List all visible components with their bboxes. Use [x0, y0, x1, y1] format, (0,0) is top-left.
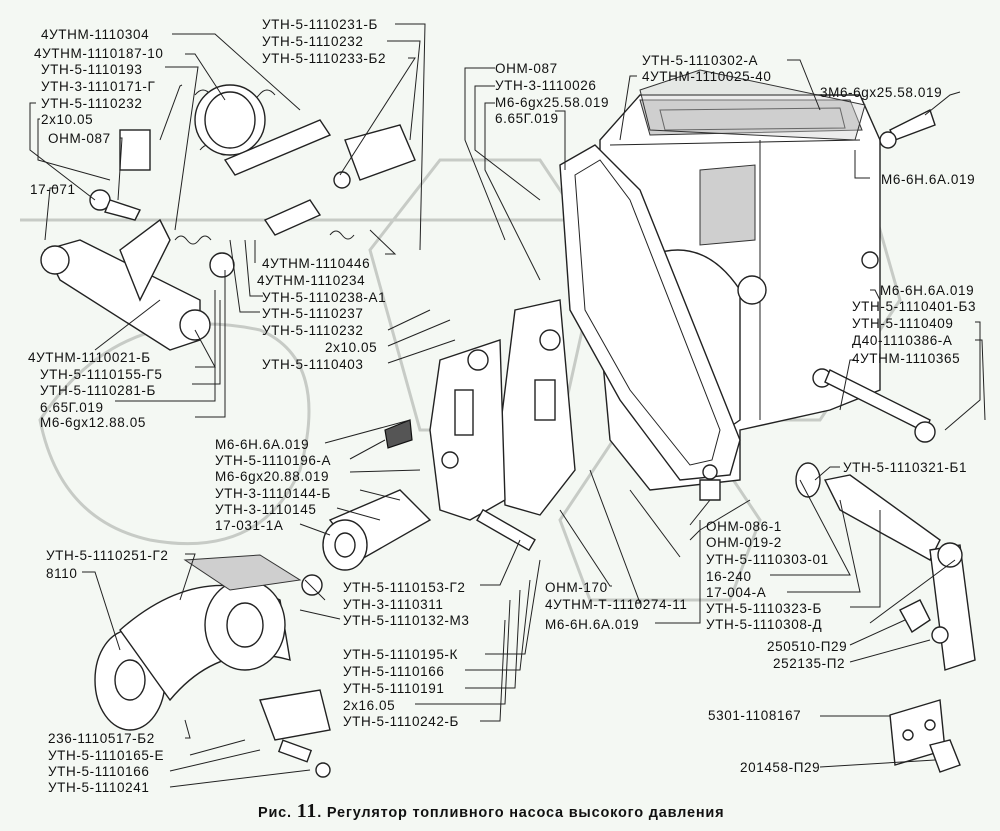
part-label: ОНМ-087	[48, 131, 111, 146]
part-label: 17-071	[30, 182, 76, 197]
part-label: 5301-1108167	[708, 708, 802, 723]
part-label: ОНМ-087	[495, 61, 558, 76]
part-label: УТН-3-1110311	[343, 597, 444, 612]
part-label: М6-6Н.6А.019	[215, 437, 310, 452]
part-label: М6-6Н.6А.019	[881, 172, 976, 187]
part-label: УТН-5-1110323-Б	[706, 601, 822, 616]
part-label: 201458-П29	[740, 760, 821, 775]
part-label: УТН-5-1110251-Г2	[46, 548, 169, 563]
lever-plates	[429, 299, 576, 521]
part-label: УТН-5-1110321-Б1	[843, 460, 968, 475]
part-label: 4УТНМ-Т-1110274-11	[545, 597, 688, 612]
part-label: 17-031-1А	[215, 518, 284, 533]
part-label: Д40-1110386-А	[852, 333, 953, 348]
part-label: УТН-5-1110231-Б	[262, 17, 378, 32]
part-label: 3М6-6gx25.58.019	[820, 85, 943, 100]
part-label: УТН-5-1110403	[262, 357, 364, 372]
lever-shaft	[40, 218, 235, 351]
part-label: УТН-5-1110308-Д	[706, 617, 823, 632]
leader-lines	[29, 23, 986, 788]
part-label: М6-6gx20.88.019	[215, 469, 330, 484]
part-label: УТН-5-1110232	[262, 34, 364, 49]
part-label: УТН-5-1110303-01	[706, 552, 829, 567]
part-label: УТН-5-1110195-К	[343, 647, 458, 662]
part-label: 6.65Г.019	[40, 400, 104, 415]
part-label: 16-240	[706, 569, 752, 584]
part-label: М6-6gx12.88.05	[40, 415, 146, 430]
part-label: УТН-3-1110171-Г	[41, 79, 156, 94]
part-label: УТН-5-1110166	[48, 764, 150, 779]
part-label: ОНМ-086-1	[706, 519, 782, 534]
part-label: 8110	[46, 566, 78, 581]
cover-gasket	[639, 69, 866, 141]
part-label: УТН-5-1110196-А	[215, 453, 332, 468]
part-label: 236-1110517-Б2	[48, 731, 155, 746]
part-label: УТН-5-1110281-Б	[40, 383, 156, 398]
caption-text: . Регулятор топливного насоса высокого д…	[317, 805, 725, 821]
part-label: УТН-5-1110193	[41, 62, 143, 77]
part-label: 4УТНМ-1110365	[852, 351, 961, 366]
spring-assembly	[89, 84, 416, 245]
part-label: УТН-3-1110026	[495, 78, 597, 93]
part-label: М6-6gx25.58.019	[495, 95, 610, 110]
side-gasket	[559, 144, 741, 481]
part-label: УТН-5-1110166	[343, 664, 445, 679]
part-label: УТН-5-1110233-Б2	[262, 51, 387, 66]
part-label: УТН-5-1110302-А	[642, 53, 759, 68]
part-label: 252135-П2	[773, 656, 846, 671]
part-label: УТН-5-1110242-Б	[343, 714, 459, 729]
part-label: УТН-5-1110165-Е	[48, 748, 165, 763]
part-label: 4УТНМ-1110187-10	[34, 46, 164, 61]
part-label: УТН-5-1110401-Б3	[852, 299, 977, 314]
part-label: УТН-5-1110409	[852, 316, 954, 331]
part-label: ОНМ-170	[545, 580, 608, 595]
part-label: 2x16.05	[343, 698, 396, 713]
part-label: УТН-5-1110232	[41, 96, 143, 111]
part-label: УТН-5-1110153-Г2	[343, 580, 466, 595]
part-label: УТН-5-1110155-Г5	[40, 367, 163, 382]
part-label: 2x10.05	[325, 340, 378, 355]
figure-caption: Рис. 11. Регулятор топливного насоса выс…	[258, 800, 724, 823]
part-label: УТН-5-1110232	[262, 323, 364, 338]
part-label: 6.65Г.019	[495, 111, 559, 126]
part-label: 4УТНМ-1110234	[257, 273, 366, 288]
caption-number: 11	[296, 800, 318, 822]
part-label: 4УТНМ-1110025-40	[642, 69, 772, 84]
part-label: 2x10.05	[41, 112, 94, 127]
part-label: 17-004-А	[706, 585, 767, 600]
part-label: 250510-П29	[767, 639, 848, 654]
part-label: М6-6Н.6А.019	[880, 283, 975, 298]
part-label: УТН-5-1110191	[343, 681, 445, 696]
part-label: УТН-5-1110237	[262, 306, 364, 321]
caption-prefix: Рис.	[258, 805, 292, 821]
part-label: УТН-5-1110238-А1	[262, 290, 387, 305]
flyweight-assembly	[94, 554, 331, 778]
part-label: УТН-5-1110132-М3	[343, 613, 470, 628]
control-lever	[699, 109, 976, 773]
part-label: ОНМ-019-2	[706, 535, 782, 550]
part-label: М6-6Н.6А.019	[545, 617, 640, 632]
part-label: УТН-3-1110144-Б	[215, 486, 331, 501]
part-label: УТН-3-1110145	[215, 502, 317, 517]
part-label: 4УТНМ-1110021-Б	[28, 350, 151, 365]
part-label: 4УТНМ-1110304	[41, 27, 150, 42]
shaft-bearing	[322, 419, 536, 571]
part-label: 4УТНМ-1110446	[262, 256, 371, 271]
part-label: УТН-5-1110241	[48, 780, 150, 795]
